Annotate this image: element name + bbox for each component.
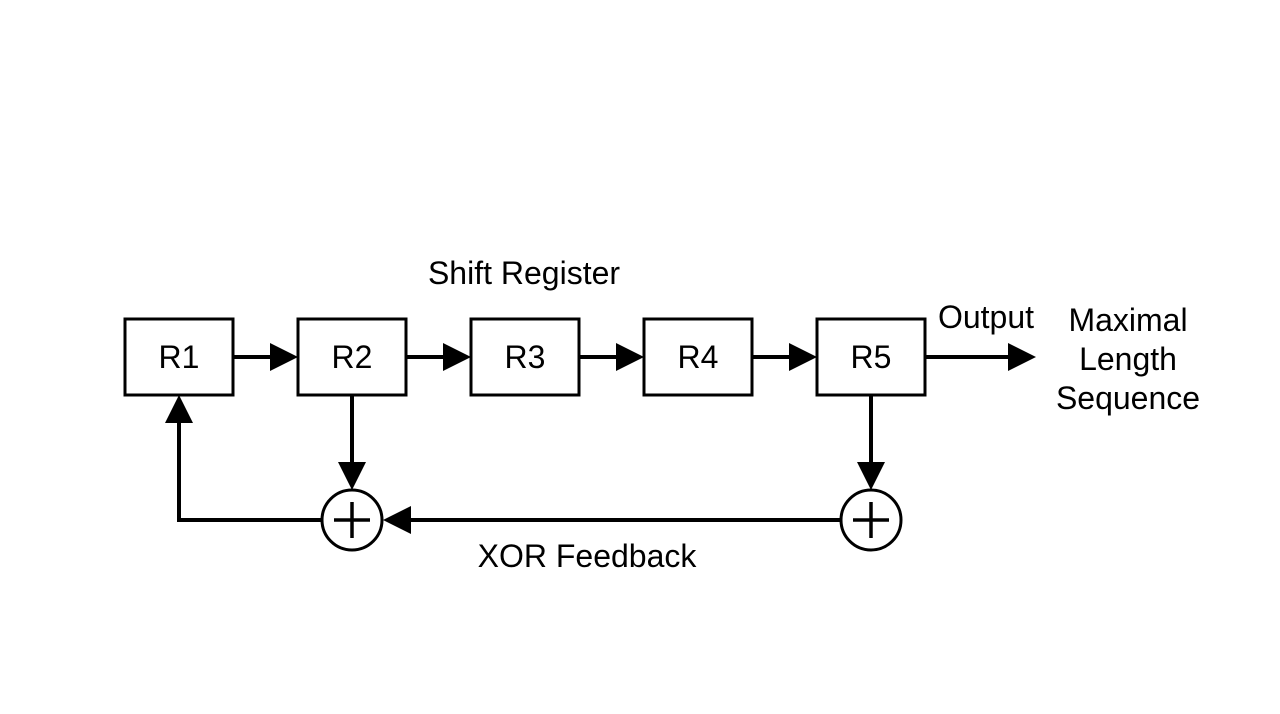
register-r2-label: R2	[332, 339, 373, 375]
feedback-arrow-xor1-r1	[165, 395, 322, 522]
register-r5: R5	[815, 317, 927, 397]
sequence-label: Maximal Length Sequence	[1056, 302, 1200, 416]
sequence-label-line-3: Sequence	[1056, 380, 1200, 416]
shift-arrow-r4-r5	[752, 343, 817, 371]
arrowhead-down-icon	[857, 462, 885, 490]
register-r1: R1	[123, 317, 235, 397]
feedback-arrow-xor2-xor1	[383, 506, 841, 534]
register-r3-box	[469, 317, 581, 397]
sequence-label-line-1: Maximal	[1068, 302, 1187, 338]
sequence-label-line-2: Length	[1079, 341, 1177, 377]
register-r4: R4	[642, 317, 754, 397]
register-r3-label: R3	[505, 339, 546, 375]
arrowhead-right-icon	[270, 343, 298, 371]
register-r1-label: R1	[159, 339, 200, 375]
shift-arrow-r1-r2	[233, 343, 298, 371]
arrowhead-left-icon	[383, 506, 411, 534]
register-r1-box	[123, 317, 235, 397]
arrowhead-right-icon	[616, 343, 644, 371]
feedback-label: XOR Feedback	[478, 538, 698, 574]
xor-gate-2	[839, 488, 903, 552]
arrowhead-down-icon	[338, 462, 366, 490]
tap-arrow-r2	[338, 395, 366, 490]
arrowhead-right-icon	[1008, 343, 1036, 371]
arrowhead-up-icon	[165, 395, 193, 423]
register-r5-label: R5	[851, 339, 892, 375]
arrowhead-right-icon	[443, 343, 471, 371]
shift-arrow-r2-r3	[406, 343, 471, 371]
diagram-title: Shift Register	[428, 255, 620, 291]
register-r4-label: R4	[678, 339, 719, 375]
shift-arrow-r3-r4	[579, 343, 644, 371]
register-r3: R3	[469, 317, 581, 397]
arrowhead-right-icon	[789, 343, 817, 371]
output-label: Output	[938, 299, 1034, 335]
output-arrow	[925, 343, 1036, 371]
xor-gate-1	[320, 488, 384, 552]
tap-arrow-r5	[857, 395, 885, 490]
register-r2: R2	[296, 317, 408, 397]
